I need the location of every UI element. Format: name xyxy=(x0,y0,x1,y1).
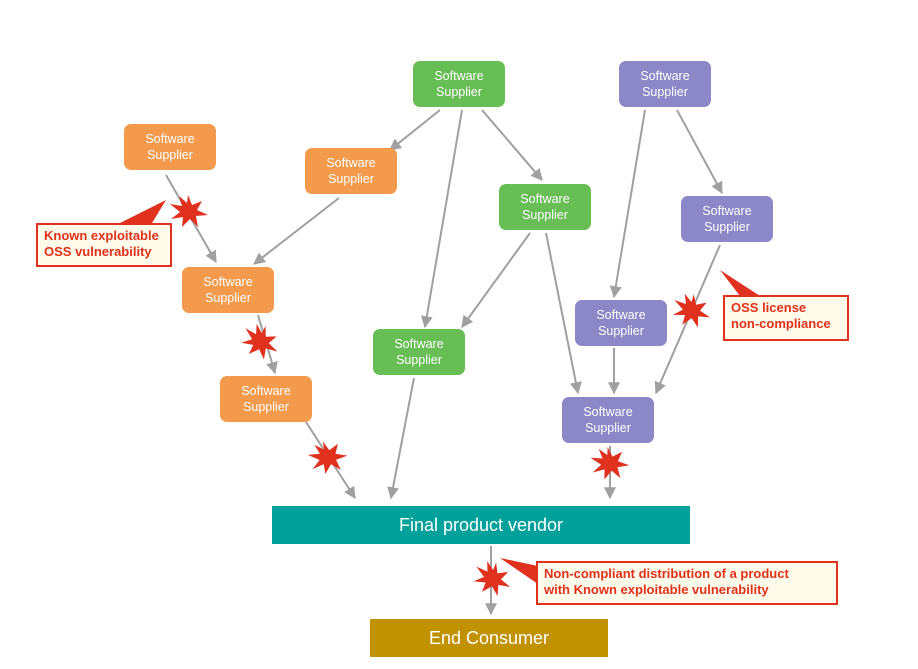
consumer-label: End Consumer xyxy=(428,627,550,648)
supplier-label: Software Supplier xyxy=(583,405,633,435)
supplier-label: Software Supplier xyxy=(326,156,376,186)
arrow-p1-p2 xyxy=(676,109,723,195)
arrow-o2-o3 xyxy=(253,197,340,265)
callout-text: Known exploitable OSS vulnerability xyxy=(44,228,159,259)
arrow-p1-p3 xyxy=(609,109,646,299)
alert-burst-icon xyxy=(241,323,278,360)
alert-burst-icon xyxy=(170,195,208,227)
supplier-label: Software Supplier xyxy=(520,192,570,222)
vendor-label: Final product vendor xyxy=(398,514,564,535)
final-product-vendor: Final product vendor xyxy=(272,506,690,544)
supplier-label: Software Supplier xyxy=(640,69,690,99)
arrow-g1-g2 xyxy=(481,109,543,181)
callout-pointer-vulnerability xyxy=(120,200,166,223)
supplier-label: Software Supplier xyxy=(203,275,253,305)
supplier-node-orange-2: Software Supplier xyxy=(305,148,397,194)
supplier-node-purple-4: Software Supplier xyxy=(562,397,654,443)
supplier-label: Software Supplier xyxy=(145,132,195,162)
supplier-label: Software Supplier xyxy=(596,308,646,338)
arrow-g3-vendor xyxy=(387,377,415,500)
supplier-node-purple-2: Software Supplier xyxy=(681,196,773,242)
supplier-label: Software Supplier xyxy=(241,384,291,414)
supplier-node-orange-3: Software Supplier xyxy=(182,267,274,313)
arrow-g1-o2 xyxy=(389,109,441,151)
end-consumer: End Consumer xyxy=(370,619,608,657)
supplier-node-orange-1: Software Supplier xyxy=(124,124,216,170)
supplier-label: Software Supplier xyxy=(434,69,484,99)
alert-burst-icon xyxy=(672,293,711,328)
supplier-node-purple-1: Software Supplier xyxy=(619,61,711,107)
callout-pointer-distribution xyxy=(500,558,538,584)
callout-license-non-compliance: OSS license non-compliance xyxy=(723,295,849,341)
callout-pointer-license xyxy=(720,270,760,296)
alert-burst-icon xyxy=(590,447,630,480)
callout-text: Non-compliant distribution of a product … xyxy=(544,566,789,597)
supplier-node-green-1: Software Supplier xyxy=(413,61,505,107)
arrow-g2-g3 xyxy=(461,232,531,328)
callout-non-compliant-distribution: Non-compliant distribution of a product … xyxy=(536,561,838,605)
supplier-label: Software Supplier xyxy=(702,204,752,234)
supplier-label: Software Supplier xyxy=(394,337,444,367)
callout-text: OSS license non-compliance xyxy=(731,300,831,331)
alert-burst-icon xyxy=(473,561,511,597)
supplier-node-orange-4: Software Supplier xyxy=(220,376,312,422)
alert-burst-icon xyxy=(307,441,348,475)
supplier-node-green-2: Software Supplier xyxy=(499,184,591,230)
callout-known-vulnerability: Known exploitable OSS vulnerability xyxy=(36,223,172,267)
arrow-g2-p4 xyxy=(545,232,582,395)
arrow-g1-g3 xyxy=(420,109,463,329)
supplier-node-purple-3: Software Supplier xyxy=(575,300,667,346)
supplier-node-green-3: Software Supplier xyxy=(373,329,465,375)
